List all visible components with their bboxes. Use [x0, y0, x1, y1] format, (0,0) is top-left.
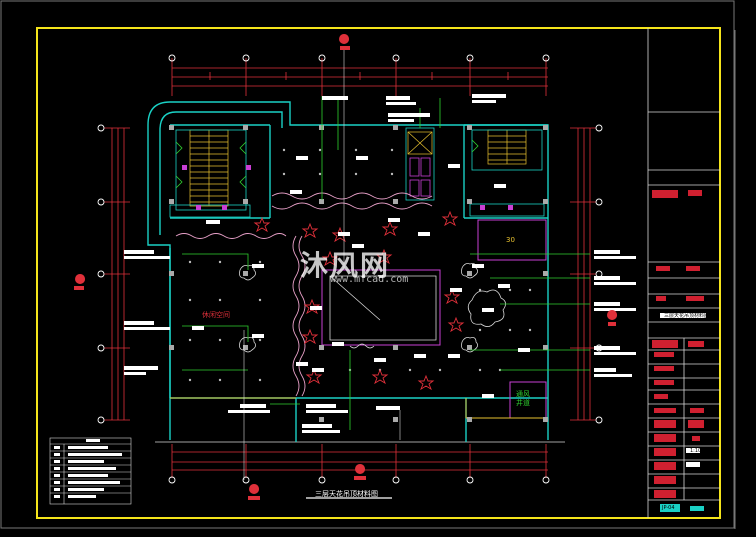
drawing-border [36, 27, 721, 519]
drawing-title: 三层天花吊顶材料图 [315, 490, 378, 498]
right-dimension-chain [570, 127, 596, 421]
magenta-rooms [321, 219, 547, 419]
column-markers [169, 125, 548, 422]
room-label-activity: 休闲空间 [202, 311, 230, 319]
left-grid-bubbles [97, 124, 105, 424]
title-block-red-tags [652, 190, 704, 498]
wavy-ceiling-outline [175, 192, 433, 397]
bottom-grid-bubbles [168, 476, 550, 484]
title-block-project-label: 三层天花吊顶材料图 [664, 313, 710, 319]
ceiling-lights [188, 148, 532, 382]
green-accents [175, 139, 479, 189]
planter-shapes [239, 263, 506, 353]
yellow-partitions [170, 397, 548, 419]
toilet-cubicles [409, 157, 431, 197]
watermark-url: www.mfcad.com [330, 274, 409, 285]
title-block-sheet-no: JP-04 [662, 505, 675, 511]
annotation-callouts [124, 94, 636, 433]
legend-table [49, 437, 132, 505]
watermark-brand: 沐风网 [300, 249, 391, 282]
title-block-scale: 1:100 [690, 448, 705, 454]
central-atrium [329, 275, 437, 341]
magenta-markers [182, 165, 513, 210]
stair-left [189, 129, 229, 207]
star-fixtures [253, 210, 465, 391]
stair-right [487, 129, 527, 165]
right-grid-bubbles [595, 124, 603, 424]
legend-text [54, 439, 122, 498]
room-label-corner: 通风 井道 [516, 390, 530, 407]
title-block [647, 28, 720, 518]
room-label-30: 30 [506, 236, 515, 244]
top-dimension-chain [171, 58, 548, 96]
left-dimension-chain [104, 127, 130, 421]
viewport-frame [0, 0, 735, 529]
top-grid-bubbles [168, 54, 550, 62]
section-markers [74, 34, 618, 500]
elevator-core [407, 131, 433, 155]
title-block-white-tags [660, 313, 706, 512]
